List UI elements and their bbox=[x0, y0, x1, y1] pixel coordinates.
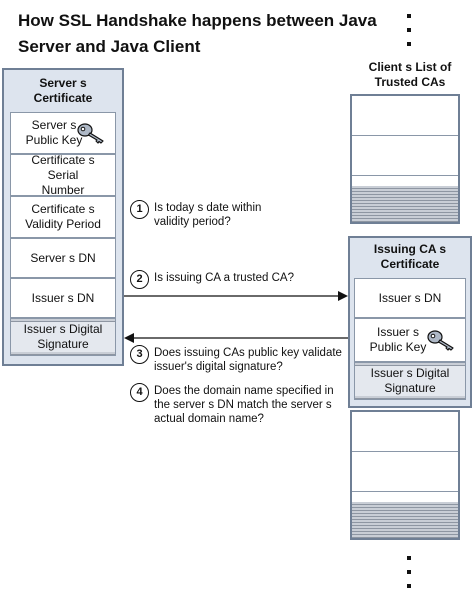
arrow-head-right bbox=[338, 291, 348, 301]
key-icon bbox=[427, 330, 454, 351]
trusted-ca-row bbox=[352, 136, 458, 176]
serial-number-field: Certificate s Serial Number bbox=[10, 153, 116, 197]
step-1-text: Is today s date within validity period? bbox=[154, 202, 262, 228]
server-issuer-signature-label: Issuer s Digital Signature bbox=[11, 322, 115, 352]
issuing-ca-issuer-dn-field: Issuer s DN bbox=[354, 278, 466, 318]
continuation-dots-bottom bbox=[406, 556, 412, 598]
step-3-text: Does issuing CAs public key validate iss… bbox=[154, 347, 342, 373]
server-dn-field: Server s DN bbox=[10, 238, 116, 278]
step-1-number: 1 bbox=[130, 200, 149, 219]
server-public-key-field: Server s Public Key bbox=[10, 112, 116, 154]
issuing-ca-public-key-label: Issuer s Public Key bbox=[369, 325, 427, 354]
issuing-ca-public-key-field: Issuer s Public Key bbox=[354, 318, 466, 362]
trusted-ca-signature-band bbox=[352, 186, 458, 222]
step-1: 1 Is today s date within validity period… bbox=[130, 200, 350, 234]
trusted-ca-row bbox=[352, 412, 458, 452]
issuing-ca-title: Issuing CA s Certificate bbox=[373, 242, 447, 271]
server-certificate-title: Server s Certificate bbox=[33, 76, 93, 105]
trusted-ca-row bbox=[352, 96, 458, 136]
issuing-ca-signature-field: Issuer s Digital Signature bbox=[354, 362, 466, 400]
client-trusted-cas-title: Client s List of Trusted CAs bbox=[368, 60, 452, 89]
trusted-ca-signature-band bbox=[352, 502, 458, 538]
issuing-ca-signature-label: Issuer s Digital Signature bbox=[355, 366, 465, 396]
trusted-ca-entry-bottom bbox=[350, 410, 460, 540]
arrow-head-left bbox=[124, 333, 134, 343]
step-4: 4 Does the domain name specified in the … bbox=[130, 383, 350, 431]
step-2: 2 Is issuing CA a trusted CA? bbox=[130, 270, 350, 290]
step-2-text: Is issuing CA a trusted CA? bbox=[154, 272, 294, 284]
issuing-ca-certificate: Issuing CA s Certificate Issuer s DN Iss… bbox=[348, 236, 472, 408]
step-4-number: 4 bbox=[130, 383, 149, 402]
server-issuer-signature-field: Issuer s Digital Signature bbox=[10, 318, 116, 356]
page-title: How SSL Handshake happens between Java S… bbox=[18, 11, 377, 56]
server-issuer-dn-field: Issuer s DN bbox=[10, 278, 116, 318]
continuation-dots-top bbox=[406, 14, 412, 56]
step-2-number: 2 bbox=[130, 270, 149, 289]
trusted-ca-entry-top bbox=[350, 94, 460, 224]
validity-period-field: Certificate s Validity Period bbox=[10, 196, 116, 238]
key-icon bbox=[77, 123, 104, 144]
trusted-ca-row bbox=[352, 452, 458, 492]
step-4-text: Does the domain name specified in the se… bbox=[154, 385, 334, 425]
server-certificate: Server s Certificate Server s Public Key… bbox=[2, 68, 124, 366]
server-public-key-label: Server s Public Key bbox=[25, 118, 83, 147]
step-3-number: 3 bbox=[130, 345, 149, 364]
step-3: 3 Does issuing CAs public key validate i… bbox=[130, 345, 350, 379]
